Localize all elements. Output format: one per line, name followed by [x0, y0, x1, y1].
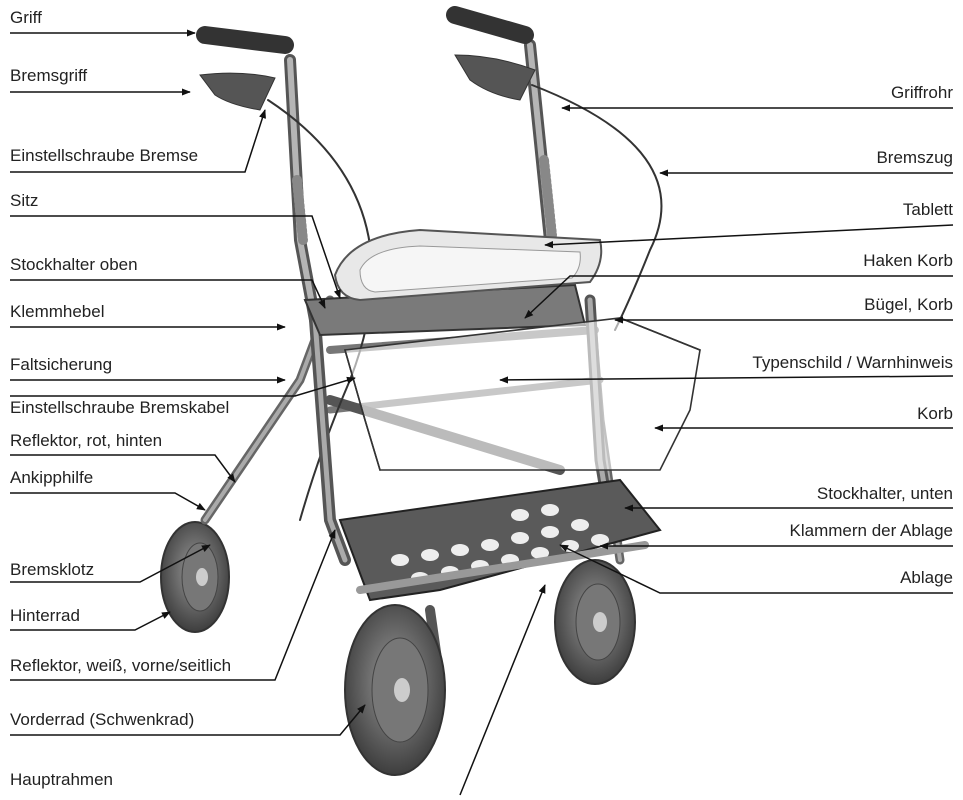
- label-sitz: Sitz: [10, 191, 38, 211]
- label-hauptrahmen: Hauptrahmen: [10, 770, 113, 790]
- label-klemmhebel: Klemmhebel: [10, 302, 105, 322]
- label-vorderrad: Vorderrad (Schwenkrad): [10, 710, 194, 730]
- label-reflektor-weiss-vorne: Reflektor, weiß, vorne/seitlich: [10, 656, 231, 676]
- rear-wheel-left: [161, 522, 229, 632]
- label-korb: Korb: [917, 404, 953, 424]
- label-ankipphilfe: Ankipphilfe: [10, 468, 93, 488]
- label-klammern-der-ablage: Klammern der Ablage: [790, 521, 953, 541]
- label-haken-korb: Haken Korb: [863, 251, 953, 271]
- rollator-drawing: [161, 15, 700, 775]
- label-hinterrad: Hinterrad: [10, 606, 80, 626]
- label-stockhalter-oben: Stockhalter oben: [10, 255, 138, 275]
- label-ablage: Ablage: [900, 568, 953, 588]
- label-bremsklotz: Bremsklotz: [10, 560, 94, 580]
- label-stockhalter-unten: Stockhalter, unten: [817, 484, 953, 504]
- label-buegel-korb: Bügel, Korb: [864, 295, 953, 315]
- basket: [345, 318, 700, 470]
- rear-wheel-right: [555, 560, 635, 684]
- label-faltsicherung: Faltsicherung: [10, 355, 112, 375]
- front-wheel-left: [345, 605, 445, 775]
- label-bremszug: Bremszug: [876, 148, 953, 168]
- label-reflektor-rot-hinten: Reflektor, rot, hinten: [10, 431, 162, 451]
- label-tablett: Tablett: [903, 200, 953, 220]
- label-griff: Griff: [10, 8, 42, 28]
- label-bremsgriff: Bremsgriff: [10, 66, 87, 86]
- label-typenschild-warnhinweis: Typenschild / Warnhinweis: [752, 353, 953, 373]
- label-griffrohr: Griffrohr: [891, 83, 953, 103]
- label-einstellschraube-bremskabel: Einstellschraube Bremskabel: [10, 398, 229, 418]
- label-einstellschraube-bremse: Einstellschraube Bremse: [10, 146, 198, 166]
